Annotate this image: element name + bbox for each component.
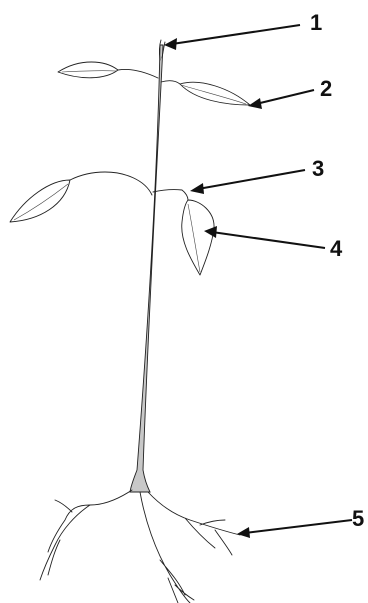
arrow-1 (172, 25, 300, 44)
arrowhead-3 (190, 183, 204, 194)
upper-right-leaf (180, 82, 250, 105)
arrowhead-2 (248, 98, 262, 109)
label-3: 3 (312, 156, 324, 181)
arrow-5 (245, 520, 352, 533)
arrowhead-1 (164, 38, 177, 50)
label-5: 5 (352, 506, 364, 531)
upper-left-leaf (58, 62, 118, 78)
middle-right-leaf (182, 200, 214, 275)
label-2: 2 (320, 76, 332, 101)
arrow-4 (212, 232, 325, 248)
arrow-3 (198, 170, 305, 189)
arrowhead-5 (237, 527, 250, 538)
upper-right-petiole (161, 81, 180, 84)
middle-left-leaf (10, 180, 70, 222)
roots-right (148, 492, 240, 555)
arrow-2 (256, 90, 314, 104)
stem (130, 45, 163, 492)
label-1: 1 (310, 10, 322, 35)
middle-right-petiole (153, 190, 188, 200)
roots-left (40, 490, 132, 580)
label-4: 4 (330, 236, 343, 261)
upper-left-petiole (118, 69, 158, 78)
middle-left-petiole (70, 172, 152, 195)
